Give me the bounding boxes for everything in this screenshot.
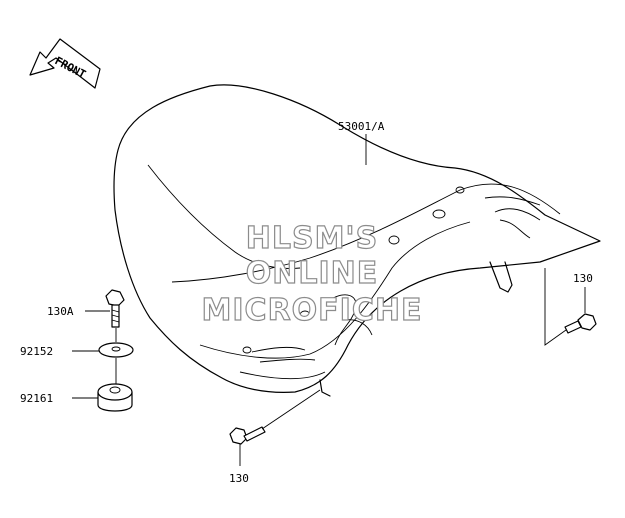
- front-arrow-icon: FRONT: [29, 38, 101, 89]
- bolt-130-right-label: 130: [573, 272, 593, 285]
- damper-icon: [97, 383, 133, 412]
- bolt-130-right-icon: [564, 313, 597, 334]
- bolt-130a-label: 130A: [47, 305, 74, 318]
- bolt-130-bottom-icon: [229, 426, 266, 445]
- bolt-130-bottom-label: 130: [229, 472, 249, 485]
- washer-label: 92152: [20, 345, 53, 358]
- bolt-130a-icon: [105, 289, 125, 328]
- svg-text:MICROFICHE: MICROFICHE: [202, 293, 423, 328]
- svg-text:HLSM'S: HLSM'S: [246, 221, 378, 256]
- seat-assembly: [113, 84, 601, 397]
- svg-text:ONLINE: ONLINE: [246, 256, 379, 291]
- watermark: HLSM'S ONLINE MICROFICHE: [201, 220, 423, 328]
- seat-part-number: 53001/A: [338, 120, 385, 133]
- washer-icon: [98, 342, 134, 358]
- damper-label: 92161: [20, 392, 53, 405]
